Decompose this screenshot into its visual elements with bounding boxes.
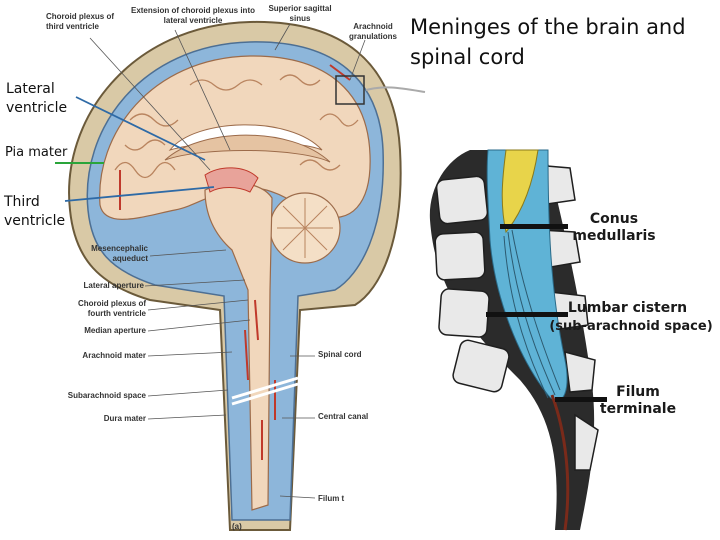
label-subarachnoid-space: Subarachnoid space — [67, 391, 146, 400]
panel-letter: (a) — [232, 522, 242, 531]
callout-third-ventricle: Third ventricle — [4, 194, 66, 229]
label-filum: Filum t — [318, 494, 345, 503]
label-lumbar-cistern: Lumbar cistern — [567, 300, 688, 316]
spine-sagittal-section — [429, 149, 607, 531]
vertebral-bodies — [434, 175, 510, 393]
label-median-aperture: Median aperture — [84, 326, 146, 335]
granulation-box — [335, 75, 365, 105]
conus-medullaris-shape — [501, 149, 539, 234]
label-spinal-cord: Spinal cord — [318, 350, 362, 359]
label-choroid-fourth: Choroid plexus of fourth ventricle — [78, 299, 146, 318]
brain-sagittal-section — [55, 20, 426, 531]
filum-terminale-shape — [550, 394, 570, 531]
page-title: Meninges of the brain and spinal cord — [410, 15, 686, 69]
label-central-canal: Central canal — [318, 412, 369, 421]
callout-lateral-ventricle: Lateral ventricle — [6, 81, 68, 116]
gyri — [114, 74, 359, 179]
label-dura-mater: Dura mater — [103, 414, 146, 423]
callout-pia-mater: Pia mater — [5, 145, 68, 160]
label-extension-choroid: Extension of choroid plexus into lateral… — [130, 6, 255, 25]
label-conus-medullaris: Conus medullaris — [572, 211, 656, 244]
label-superior-sagittal: Superior sagittal sinus — [268, 4, 332, 23]
corpus-callosum — [164, 134, 331, 163]
third-ventricle-shape — [204, 167, 259, 193]
label-lumbar-sub: (sub-arachnoid space) — [549, 319, 713, 334]
label-choroid-third: Choroid plexus of third ventricle — [46, 12, 114, 31]
label-lateral-aperture: Lateral aperture — [83, 281, 144, 290]
label-arachnoid-mater: Arachnoid mater — [82, 351, 146, 360]
label-mesencephalic-aqueduct: Mesencephalic aqueduct — [91, 244, 148, 263]
label-arachnoid-granulations: Arachnoid granulations — [348, 22, 397, 41]
label-filum-terminale: Filum terminale — [599, 384, 677, 417]
